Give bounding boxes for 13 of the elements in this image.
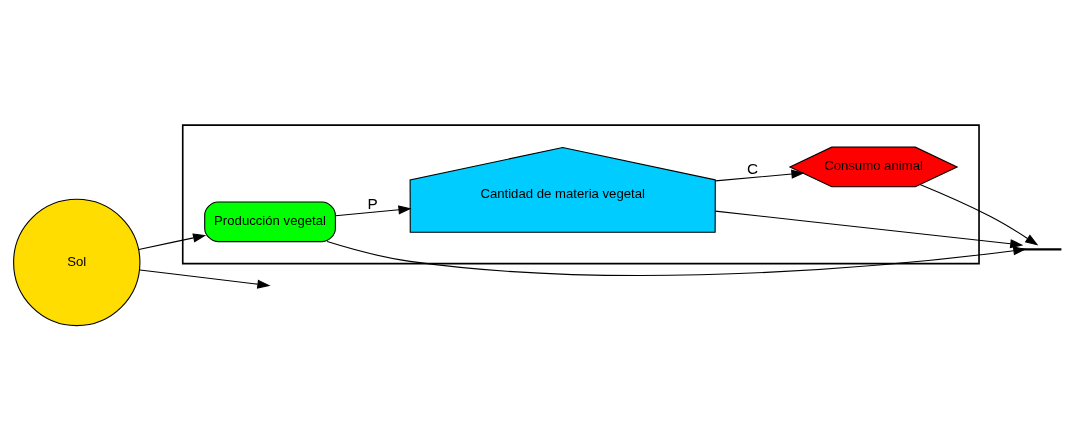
- arrow: [326, 241, 1027, 277]
- edge-label: C: [747, 159, 759, 177]
- arrow: [335, 205, 412, 217]
- arrow: [714, 210, 1024, 249]
- node-circle: Sol: [13, 198, 141, 327]
- arrow: [919, 184, 1039, 246]
- arrow: [139, 269, 271, 289]
- arrow: [714, 169, 805, 182]
- node-box: Producción vegetal: [204, 201, 336, 243]
- arrow: [138, 233, 207, 251]
- cluster: [181, 124, 980, 265]
- edge-label: P: [367, 194, 378, 212]
- node-ground: [1021, 248, 1062, 251]
